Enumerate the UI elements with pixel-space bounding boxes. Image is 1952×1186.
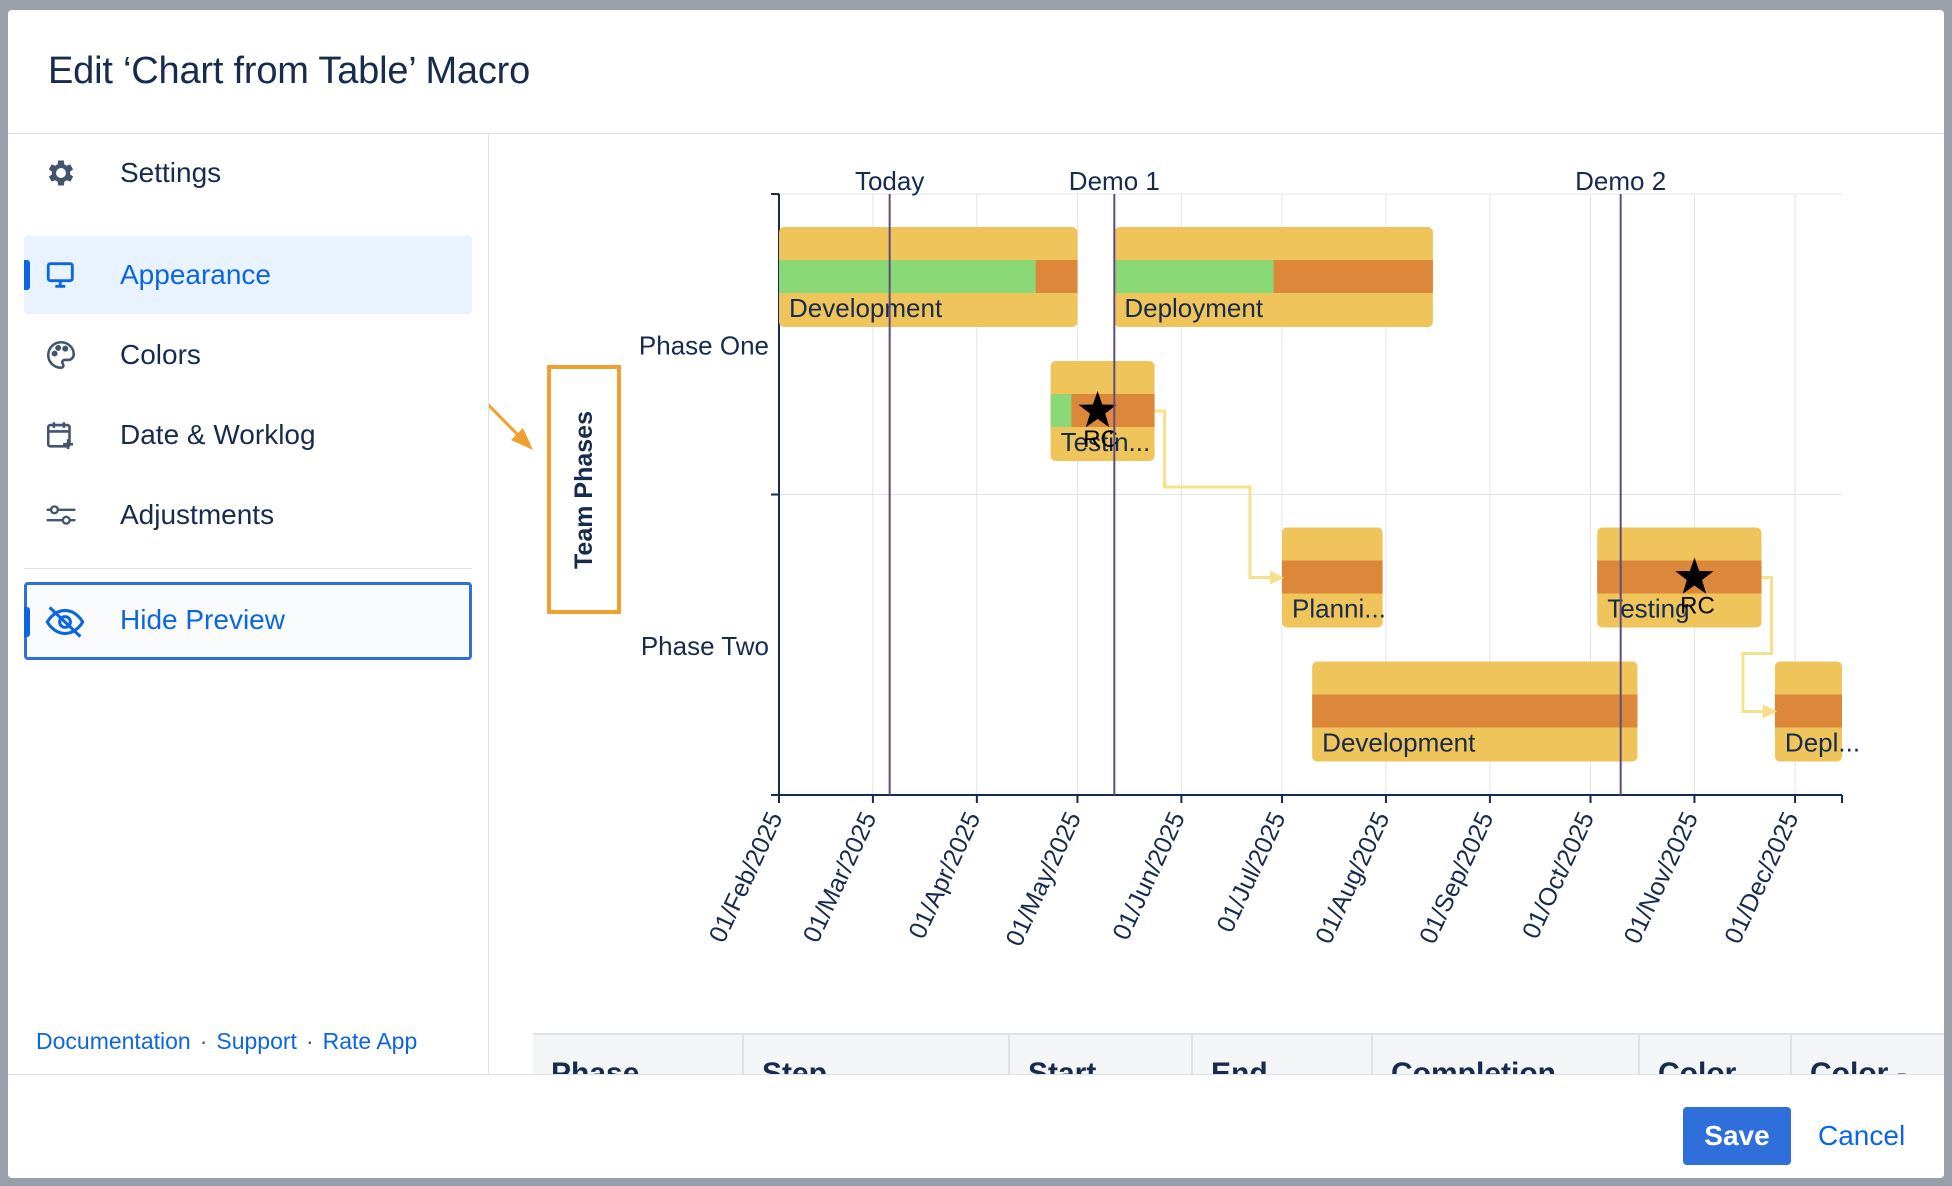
task-label: Testing	[1607, 594, 1689, 624]
gear-icon	[44, 156, 78, 190]
support-link[interactable]: Support	[216, 1028, 297, 1054]
link-separator: ·	[305, 1028, 314, 1054]
task-label: Deployment	[1124, 293, 1264, 323]
documentation-link[interactable]: Documentation	[36, 1028, 191, 1054]
dependency-line	[1741, 576, 1774, 713]
milestone-star-icon	[1078, 391, 1117, 428]
task-progress-remaining	[1281, 560, 1383, 594]
x-tick-label: 01/Jun/2025	[1107, 808, 1191, 945]
task-label: Testin...	[1061, 427, 1151, 457]
marker-label: RC	[1083, 426, 1118, 453]
sidebar-divider	[24, 568, 472, 569]
monitor-icon	[44, 258, 78, 292]
x-tick-label: 01/Feb/2025	[704, 808, 789, 947]
sidebar-item-label: Adjustments	[120, 499, 275, 530]
eye-off-icon	[45, 605, 85, 639]
task-progress-remaining	[1035, 260, 1078, 293]
marker-label: RC	[1680, 593, 1715, 620]
calendar-add-icon	[44, 418, 78, 452]
milestone-label: Today	[855, 166, 924, 196]
macro-edit-dialog: Edit ‘Chart from Table’ Macro Settings A…	[8, 10, 1944, 1178]
x-tick-label: 01/Sep/2025	[1414, 808, 1499, 948]
dependency-arrow	[1762, 704, 1777, 719]
annotation-arrow-head	[511, 428, 533, 450]
task-label: Development	[789, 293, 943, 323]
dialog-footer: Save Cancel	[8, 1074, 1944, 1178]
sliders-icon	[44, 498, 78, 532]
category-label: Phase Two	[641, 631, 769, 661]
task-progress-done	[1114, 260, 1274, 293]
cancel-button[interactable]: Cancel	[1806, 1107, 1917, 1165]
sidebar-item-colors[interactable]: Colors	[24, 316, 472, 394]
x-tick-label: 01/Oct/2025	[1517, 808, 1600, 943]
sidebar-item-label: Date & Worklog	[120, 419, 316, 450]
background-page-edge	[0, 0, 8, 1186]
x-tick-label: 01/Mar/2025	[798, 808, 883, 947]
dialog-header: Edit ‘Chart from Table’ Macro	[8, 10, 1944, 134]
task-label: Planni...	[1292, 594, 1386, 624]
task-label: Depl...	[1785, 728, 1860, 758]
task-progress-remaining	[1597, 560, 1762, 594]
x-tick-label: 01/Apr/2025	[903, 808, 986, 943]
highlight-box	[547, 365, 621, 614]
task-progress-done	[1050, 394, 1072, 427]
dependency-line	[1154, 409, 1278, 579]
save-button[interactable]: Save	[1683, 1107, 1791, 1165]
sidebar-item-label: Settings	[120, 157, 222, 188]
x-tick-label: 01/Dec/2025	[1719, 808, 1804, 948]
dialog-title: Edit ‘Chart from Table’ Macro	[48, 50, 531, 92]
task-progress-remaining	[1071, 394, 1155, 427]
rate-app-link[interactable]: Rate App	[322, 1028, 418, 1054]
milestone-star-icon	[1675, 557, 1714, 594]
palette-icon	[44, 338, 78, 372]
x-tick-label: 01/Aug/2025	[1310, 808, 1395, 948]
task-progress-remaining	[1774, 694, 1842, 728]
sidebar-item-adjustments[interactable]: Adjustments	[24, 476, 472, 554]
sidebar-item-label: Appearance	[120, 259, 272, 290]
sidebar-item-label: Colors	[120, 339, 201, 370]
task-progress-remaining	[1273, 260, 1433, 293]
help-links: Documentation · Support · Rate App	[36, 1028, 417, 1055]
task-progress-remaining	[1312, 694, 1638, 728]
y-axis-title: Team Phases	[570, 411, 598, 569]
hide-preview-label: Hide Preview	[120, 604, 285, 635]
annotation-arrow	[489, 403, 527, 444]
sidebar-item-appearance[interactable]: Appearance	[24, 236, 472, 314]
milestone-label: Demo 2	[1575, 166, 1666, 196]
link-separator: ·	[199, 1028, 208, 1054]
settings-sidebar: Settings Appearance Colors	[8, 134, 489, 1074]
x-tick-label: 01/May/2025	[1000, 808, 1086, 951]
x-tick-label: 01/Nov/2025	[1619, 808, 1704, 948]
sidebar-item-settings[interactable]: Settings	[24, 134, 472, 212]
dependency-arrow	[1269, 570, 1284, 585]
sidebar-item-date-worklog[interactable]: Date & Worklog	[24, 396, 472, 474]
task-progress-done	[779, 260, 1036, 293]
x-tick-label: 01/Jul/2025	[1211, 808, 1291, 937]
milestone-label: Demo 1	[1069, 166, 1160, 196]
task-label: Development	[1322, 728, 1476, 758]
category-label: Phase One	[639, 330, 769, 360]
hide-preview-button[interactable]: Hide Preview	[24, 582, 472, 660]
